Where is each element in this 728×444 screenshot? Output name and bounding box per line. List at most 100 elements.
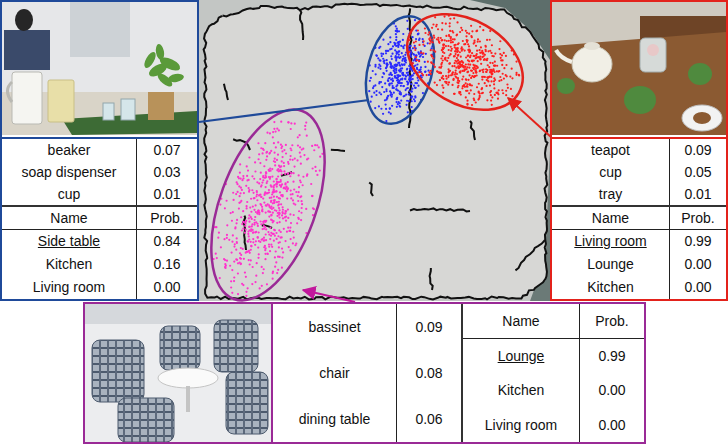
particle [256, 262, 258, 264]
particle [319, 156, 321, 158]
particle [385, 50, 387, 52]
particle [413, 98, 415, 100]
particle [457, 59, 459, 61]
particle [275, 178, 277, 180]
particle [265, 233, 267, 235]
particle [305, 122, 307, 124]
particle [481, 87, 483, 89]
particle [492, 62, 494, 64]
particle [302, 176, 304, 178]
particle [466, 83, 468, 85]
particle [279, 221, 281, 223]
class-name: tray [599, 186, 622, 202]
particle [287, 172, 289, 174]
particle [386, 59, 388, 61]
particle [496, 65, 498, 67]
particle [460, 56, 462, 58]
particle [262, 228, 264, 230]
particle [402, 55, 404, 57]
probability-value: 0.00 [598, 417, 625, 433]
particle [479, 70, 481, 72]
particle [301, 207, 303, 209]
particle [298, 210, 300, 212]
particle [319, 169, 321, 171]
particle [256, 223, 258, 225]
particle [455, 75, 457, 77]
particle [299, 152, 301, 154]
particle [416, 59, 418, 61]
particle [274, 164, 276, 166]
particle [465, 35, 467, 37]
table-cell: Name [552, 207, 670, 230]
table-cell: 0.09 [397, 304, 461, 350]
particle [407, 87, 409, 89]
particle [300, 181, 302, 183]
particle [292, 181, 294, 183]
particle [250, 230, 252, 232]
particle [471, 52, 473, 54]
particle [455, 69, 457, 71]
particle [476, 86, 478, 88]
particle [265, 211, 267, 213]
map-obstacle [430, 268, 433, 290]
particle [441, 29, 443, 31]
particle [252, 238, 254, 240]
particle [456, 62, 458, 64]
particle [414, 55, 416, 57]
particle [482, 71, 484, 73]
particle [297, 136, 299, 138]
particle [231, 251, 233, 253]
map-obstacle [331, 150, 345, 151]
particle [417, 33, 419, 35]
particle [407, 83, 409, 85]
particle [383, 60, 385, 62]
particle [398, 50, 400, 52]
particle [465, 96, 467, 98]
particle [292, 199, 294, 201]
particle [278, 213, 280, 215]
particle [404, 44, 406, 46]
table-cell: 0.00 [137, 276, 197, 299]
particle [390, 62, 392, 64]
particle [247, 251, 249, 253]
particle [467, 55, 469, 57]
particle [433, 35, 435, 37]
particle [487, 80, 489, 82]
particle [435, 25, 437, 27]
particle [370, 101, 372, 103]
particle [255, 240, 257, 242]
particle [397, 56, 399, 58]
particle [405, 61, 407, 63]
particle [464, 86, 466, 88]
particle [394, 75, 396, 77]
particle [389, 66, 391, 68]
particle [376, 55, 378, 57]
particle [235, 258, 237, 260]
particle [398, 30, 400, 32]
particle [453, 55, 455, 57]
particle [311, 195, 313, 197]
particle [396, 64, 398, 66]
particle [481, 78, 483, 80]
particle [383, 73, 385, 75]
particle [475, 54, 477, 56]
particle [374, 84, 376, 86]
particle [479, 69, 481, 71]
particle [266, 132, 268, 134]
probability-table: NameProb.Side table0.84Kitchen0.16Living… [2, 205, 197, 299]
particle [411, 90, 413, 92]
particle [469, 84, 471, 86]
particle [287, 187, 289, 189]
particle [274, 131, 276, 133]
particle [422, 41, 424, 43]
particle [259, 162, 261, 164]
particle [246, 201, 248, 203]
particle [266, 283, 268, 285]
annotation-panel: beaker0.07soap dispenser0.03cup0.01NameP… [0, 0, 199, 301]
particle [467, 79, 469, 81]
particle [289, 249, 291, 251]
particle [264, 142, 266, 144]
particle [518, 74, 520, 76]
particle [374, 65, 376, 67]
particle [270, 184, 272, 186]
